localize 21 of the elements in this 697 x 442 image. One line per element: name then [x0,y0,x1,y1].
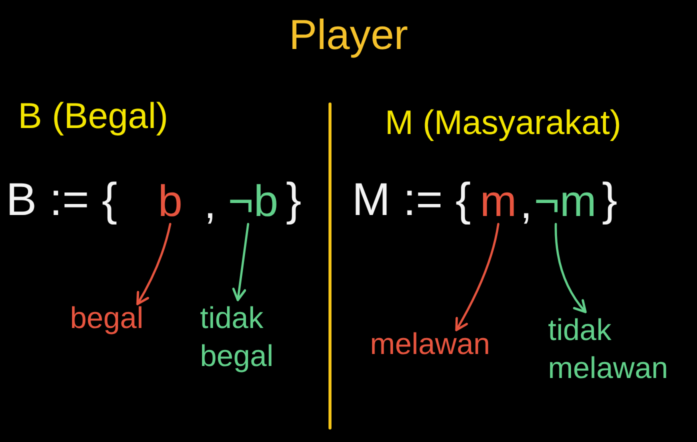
set-element: m [480,180,517,224]
title: Player [289,14,408,56]
set-definition: M := { [352,176,471,222]
meaning-text: melawan [370,330,490,360]
player-heading: B (Begal) [18,98,168,134]
set-element: ¬m [534,180,596,224]
set-element: b [158,180,182,224]
comma: , [204,182,216,226]
arrow [136,222,172,306]
meaning-text: tidak begal [200,300,290,375]
arrow [232,222,250,302]
arrow [455,222,500,332]
player-heading: M (Masyarakat) [385,106,622,140]
set-element: ¬b [228,180,278,224]
set-definition: B := { [6,176,118,222]
meaning-text: begal [70,304,144,334]
closing-brace: } [286,176,302,222]
closing-brace: } [602,176,618,222]
comma: , [520,182,532,226]
meaning-text: tidak melawan [548,312,673,387]
arrow [554,222,587,314]
